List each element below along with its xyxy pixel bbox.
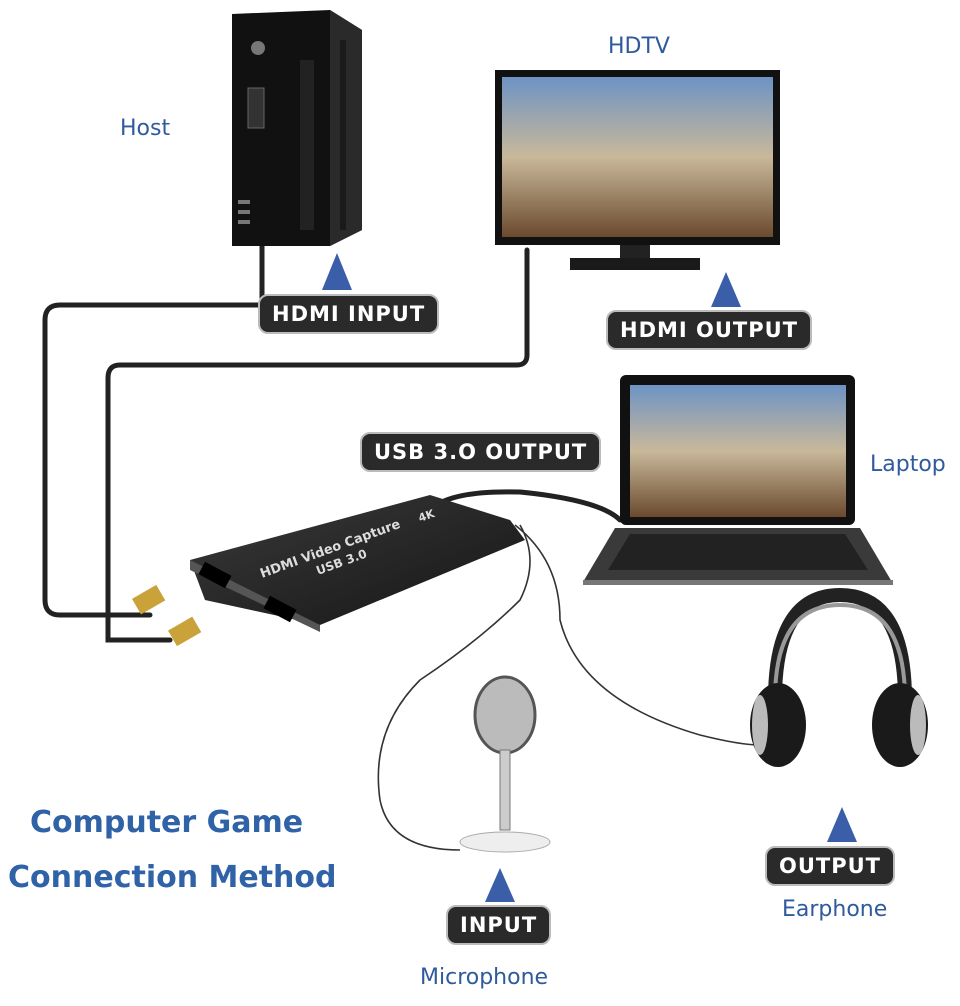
audio-output-badge: OUTPUT bbox=[765, 846, 895, 886]
microphone-cable bbox=[377, 524, 531, 851]
usb-output-badge: USB 3.O OUTPUT bbox=[360, 432, 602, 472]
arrow-up-icon bbox=[827, 807, 857, 842]
audio-input-badge: INPUT bbox=[446, 905, 552, 945]
microphone-icon bbox=[459, 675, 551, 853]
host-pc-icon bbox=[232, 10, 362, 246]
arrow-up-icon bbox=[322, 253, 352, 290]
earphone-label: Earphone bbox=[782, 897, 888, 922]
hdmi-output-badge: HDMI OUTPUT bbox=[606, 310, 813, 350]
earphone-cable bbox=[514, 524, 761, 746]
hdtv-icon bbox=[495, 70, 780, 270]
cables bbox=[42, 242, 623, 643]
hdtv-label: HDTV bbox=[608, 34, 670, 59]
arrow-up-icon bbox=[485, 868, 515, 902]
capture-card-icon: HDMI Video Capture USB 3.0 4K bbox=[132, 495, 525, 647]
title-line-2: Connection Method bbox=[8, 860, 337, 895]
hdmi-input-badge: HDMI INPUT bbox=[258, 294, 440, 334]
arrow-up-icon bbox=[711, 272, 741, 307]
host-label: Host bbox=[120, 116, 171, 141]
microphone-label: Microphone bbox=[420, 965, 549, 990]
laptop-label: Laptop bbox=[870, 452, 946, 477]
laptop-icon bbox=[583, 375, 893, 585]
title-line-1: Computer Game bbox=[30, 805, 304, 840]
card-badge: 4K bbox=[417, 507, 437, 525]
headphones-icon bbox=[750, 587, 928, 767]
